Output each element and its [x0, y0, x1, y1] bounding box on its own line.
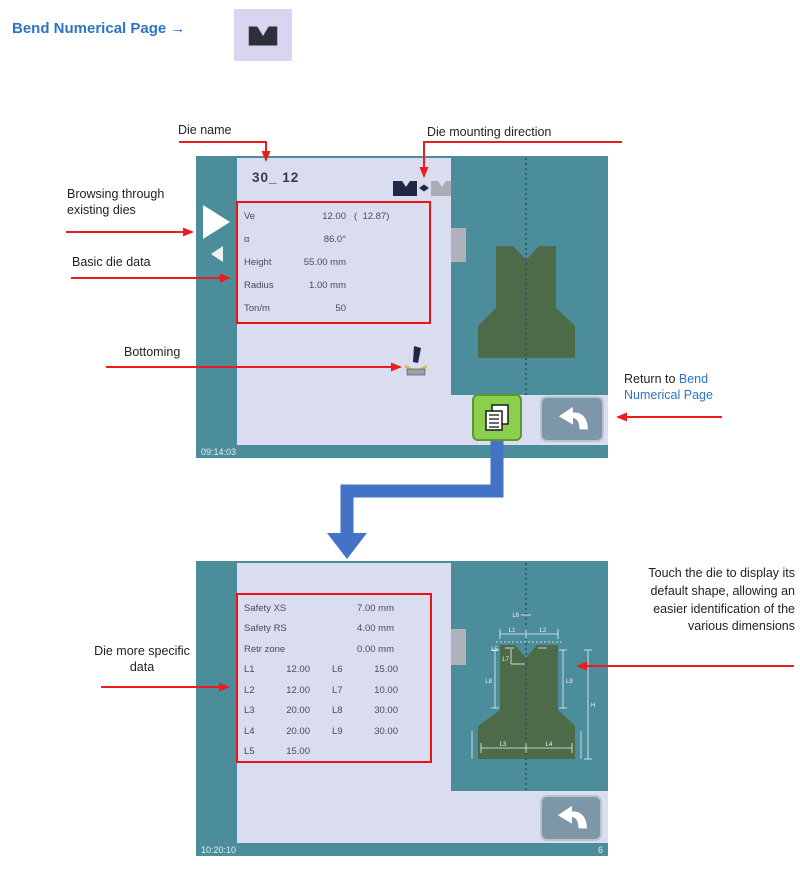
die-icon: [248, 26, 278, 46]
more-data-button[interactable]: [472, 394, 522, 441]
bend-numerical-page-reference: Bend Numerical Page →: [12, 20, 185, 37]
die-data-row: L3 20.00 L8 30.00: [244, 705, 398, 717]
backgauge-block: [451, 629, 466, 665]
die-data-row: Height 55.00 mm: [244, 257, 346, 268]
die-data-row: L2 12.00 L7 10.00: [244, 684, 398, 696]
right-arrow-glyph: →: [170, 20, 186, 37]
backgauge-block: [451, 228, 466, 262]
annotation-basic-die-data: Basic die data: [72, 255, 151, 269]
die-preview-panel: [451, 158, 608, 395]
screen-die-specific-page: Safety XS 7.00 mm Safety RS 4.00 mm Retr…: [196, 561, 608, 856]
screen-die-basic-page: 30_ 12 Ve 12.00 ( 12.87) α 86.0°: [196, 156, 608, 458]
die-data-row: Ton/m 50: [244, 303, 346, 314]
die-data-row: Safety RS 4.00 mm: [244, 623, 394, 635]
die-left-mount-icon: [393, 181, 417, 196]
basic-die-data-table: Ve 12.00 ( 12.87) α 86.0° Height 55.00 m…: [244, 205, 389, 320]
flow-arrow-blue: [327, 441, 504, 559]
browse-previous-die-button[interactable]: [211, 246, 223, 262]
die-data-row: L5 15.00: [244, 746, 310, 758]
annotation-touch-die: Touch the die to display its default sha…: [648, 566, 795, 634]
svg-text:L2: L2: [540, 628, 547, 634]
die-name-value: 30_ 12: [252, 170, 300, 185]
svg-text:L4: L4: [546, 742, 553, 748]
browse-sidebar: [196, 158, 237, 458]
dimension-labels: L6 L1 L2 L5 L7 L8 L9 H L3 L4: [485, 613, 595, 748]
svg-text:L6: L6: [512, 613, 519, 619]
return-button[interactable]: [540, 396, 604, 442]
die-data-row: Safety XS 7.00 mm: [244, 602, 394, 614]
specific-die-data-table: Safety XS 7.00 mm Safety RS 4.00 mm Retr…: [244, 598, 398, 762]
annotation-bottoming: Bottoming: [124, 345, 181, 359]
status-bar: 10:20:10 6: [196, 843, 608, 856]
status-bar: 09:14:03: [196, 445, 608, 458]
annotation-browsing: Browsing through existing dies: [67, 187, 165, 218]
svg-text:L1: L1: [509, 628, 516, 634]
bottoming-punch-icon: [413, 346, 421, 363]
dimension-lines: [471, 614, 592, 760]
die-shape[interactable]: [478, 246, 575, 358]
die-data-row: Retr zone 0.00 mm: [244, 643, 394, 655]
die-mounting-direction-toggle[interactable]: [392, 177, 456, 204]
specific-die-data-highlight-box: [236, 593, 432, 763]
svg-text:L8: L8: [485, 679, 492, 685]
bend-numerical-page-label: Bend Numerical Page: [12, 20, 167, 37]
basic-die-data-highlight-box: [236, 201, 431, 324]
pages-icon: [485, 403, 509, 431]
annotation-die-mounting-direction: Die mounting direction: [427, 125, 552, 139]
svg-text:H: H: [591, 703, 595, 709]
return-button[interactable]: [540, 795, 602, 841]
svg-text:L5: L5: [491, 647, 498, 653]
swap-arrow-icon: [424, 184, 429, 192]
sidebar: [196, 563, 237, 856]
bottoming-die-base: [406, 368, 426, 376]
page-number: 6: [597, 844, 603, 855]
swap-arrow-icon: [419, 184, 424, 192]
clock-time: 09:14:03: [201, 446, 237, 457]
die-data-row: α 86.0°: [244, 234, 346, 245]
annotation-die-name: Die name: [178, 123, 232, 137]
die-data-row: L4 20.00 L9 30.00: [244, 725, 398, 737]
bottoming-mode-indicator[interactable]: [402, 344, 430, 383]
die-data-row: Radius 1.00 mm: [244, 280, 346, 291]
svg-text:L7: L7: [502, 657, 509, 663]
svg-text:L9: L9: [566, 679, 573, 685]
die-preview-panel-dimensions: L6 L1 L2 L5 L7 L8 L9 H L3 L4: [451, 563, 608, 791]
die-shape[interactable]: [478, 645, 575, 759]
clock-time: 10:20:10: [201, 844, 237, 855]
annotation-return-to: Return to Bend Numerical Page: [624, 371, 736, 404]
return-to-prefix: Return to: [624, 372, 679, 386]
return-arrow-icon: [558, 406, 588, 430]
annotation-die-more-specific: Die more specific data: [94, 644, 190, 675]
return-to-link: Bend Numerical Page: [624, 372, 713, 403]
svg-text:L3: L3: [500, 742, 507, 748]
die-right-mount-icon: [431, 181, 455, 196]
return-arrow-icon: [557, 805, 587, 829]
die-page-button[interactable]: [234, 9, 292, 61]
die-data-row: L1 12.00 L6 15.00: [244, 664, 398, 676]
browse-next-die-button[interactable]: [203, 205, 230, 239]
die-data-row: Ve 12.00 ( 12.87): [244, 211, 390, 222]
